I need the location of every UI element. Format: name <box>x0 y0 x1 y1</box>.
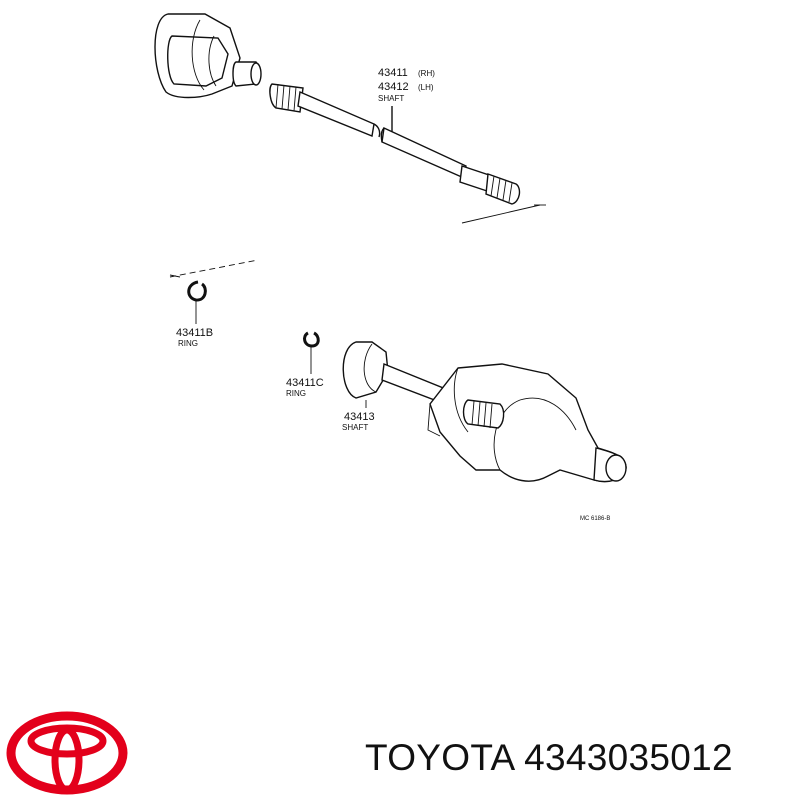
label-ring-c: RING <box>286 389 306 398</box>
upper-cv-joint-housing <box>154 13 262 99</box>
label-lh: (LH) <box>418 83 434 92</box>
toyota-logo <box>6 711 128 795</box>
label-ring-b: RING <box>178 339 198 348</box>
ring-43411c <box>303 331 320 374</box>
label-43411c: 43411C <box>286 377 324 389</box>
label-shaft-lower: SHAFT <box>342 423 368 432</box>
label-43413: 43413 <box>344 411 375 423</box>
label-43411: 43411 <box>378 67 408 79</box>
label-43412: 43412 <box>378 81 409 93</box>
part-number: 4343035012 <box>524 737 733 778</box>
ring-43411b <box>187 280 207 324</box>
label-rh: (RH) <box>418 69 435 78</box>
diagram-code: MC 6186-B <box>580 516 610 522</box>
brand-part-text: TOYOTA 4343035012 <box>365 737 733 779</box>
label-43411b: 43411B <box>176 327 213 339</box>
upper-shaft <box>269 83 546 224</box>
label-shaft-upper: SHAFT <box>378 94 404 103</box>
brand-name: TOYOTA <box>365 737 514 778</box>
transaxle-housing <box>427 363 627 483</box>
logo-vertical-ring <box>51 726 83 794</box>
